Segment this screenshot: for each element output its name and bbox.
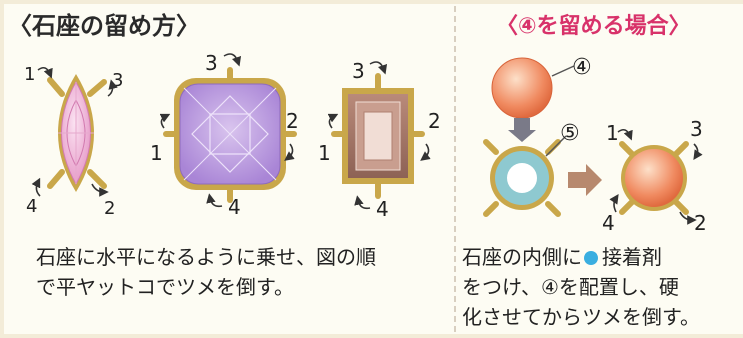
arrow-icon (609, 194, 619, 213)
prong (545, 139, 561, 155)
prong-3 (673, 141, 689, 157)
left-panel-title: 〈石座の留め方〉 (8, 12, 200, 40)
cushion-facet-line (183, 87, 277, 181)
marquise-stone-diagram: 1 3 4 2 (24, 64, 123, 219)
frame-top (0, 0, 743, 4)
arrow-icon (693, 143, 703, 160)
frame-bottom (0, 334, 743, 338)
step-number-1: 1 (150, 141, 163, 165)
right-instruction-line-3: 化させてからツメを倒す。 (462, 305, 700, 329)
adhesive-number-label: ⑤ (560, 121, 580, 146)
left-instruction-line-2: で平ヤットコでツメを倒す。 (36, 275, 294, 299)
cushion-stone-diagram: 3 2 1 4 (150, 51, 299, 219)
finished-setting: 1 3 4 2 (602, 117, 707, 235)
right-line1-post: 接着剤 (602, 245, 662, 269)
step-number-3: 3 (352, 59, 365, 83)
leader-line (551, 65, 575, 77)
step-number-4: 4 (602, 211, 615, 235)
step-number-2: 2 (694, 211, 707, 235)
step-number-1: 1 (606, 121, 619, 145)
right-arrow-icon (568, 164, 602, 196)
right-instruction-line-1: 石座の内側に接着剤 (462, 242, 700, 272)
step-number-1: 1 (318, 141, 331, 165)
right-line1-pre: 石座の内側に (462, 245, 582, 269)
setting-hole (507, 163, 537, 193)
step-number-2: 2 (104, 198, 115, 219)
arrow-icon (617, 128, 633, 141)
arrow-icon (354, 195, 371, 210)
round-stone-4: ④ (491, 55, 592, 119)
frame-left (0, 0, 4, 338)
panel-divider (454, 6, 456, 332)
arrow-icon (284, 143, 295, 161)
arrow-icon (91, 183, 109, 197)
arrow-icon (206, 193, 223, 208)
step-number-2: 2 (428, 109, 441, 133)
setting-with-adhesive: ⑤ (483, 121, 580, 217)
emerald-table (363, 111, 393, 161)
arrow-icon (679, 211, 697, 225)
prong-4 (47, 169, 65, 189)
step-number-2: 2 (286, 109, 299, 133)
prong (545, 201, 561, 217)
step-number-3: 3 (205, 51, 218, 75)
leader-line (545, 135, 567, 157)
cushion-facet (191, 95, 269, 173)
arrow-icon (420, 143, 431, 161)
arrow-icon (31, 177, 41, 197)
prong-1 (47, 77, 65, 97)
prong-2 (87, 169, 107, 189)
orange-stone (491, 57, 553, 119)
right-panel-title: 〈④を留める場合〉 (496, 14, 691, 39)
down-arrow-icon (508, 118, 536, 142)
step-number-3: 3 (112, 70, 123, 91)
adhesive-dot-icon (584, 251, 598, 265)
prong-1 (619, 141, 635, 157)
stone-number-label: ④ (572, 55, 592, 80)
step-number-4: 4 (376, 197, 389, 221)
step-number-1: 1 (24, 64, 35, 85)
left-instruction-line-1: 石座に水平になるように乗せ、図の順 (36, 245, 376, 269)
left-instructions: 石座に水平になるように乗せ、図の順 で平ヤットコでツメを倒す。 (36, 242, 376, 302)
step-number-3: 3 (690, 117, 703, 141)
right-instruction-line-2: をつけ、④を配置し、硬 (462, 275, 679, 299)
right-instructions: 石座の内側に接着剤 をつけ、④を配置し、硬 化させてからツメを倒す。 (462, 242, 700, 332)
arrow-icon (369, 61, 388, 75)
prong-3 (87, 79, 107, 97)
prong (483, 201, 499, 217)
prong-2 (673, 199, 689, 215)
step-number-4: 4 (26, 196, 37, 217)
emerald-cut-stone-diagram: 3 2 1 4 (318, 59, 441, 221)
arrow-icon (37, 66, 53, 79)
prong (483, 139, 499, 155)
arrow-icon (107, 79, 118, 97)
prong-4 (619, 199, 635, 215)
step-number-4: 4 (228, 195, 241, 219)
arrow-icon (223, 53, 242, 67)
set-orange-stone (625, 149, 683, 207)
arrow-icon (159, 113, 171, 129)
arrow-icon (327, 113, 339, 129)
